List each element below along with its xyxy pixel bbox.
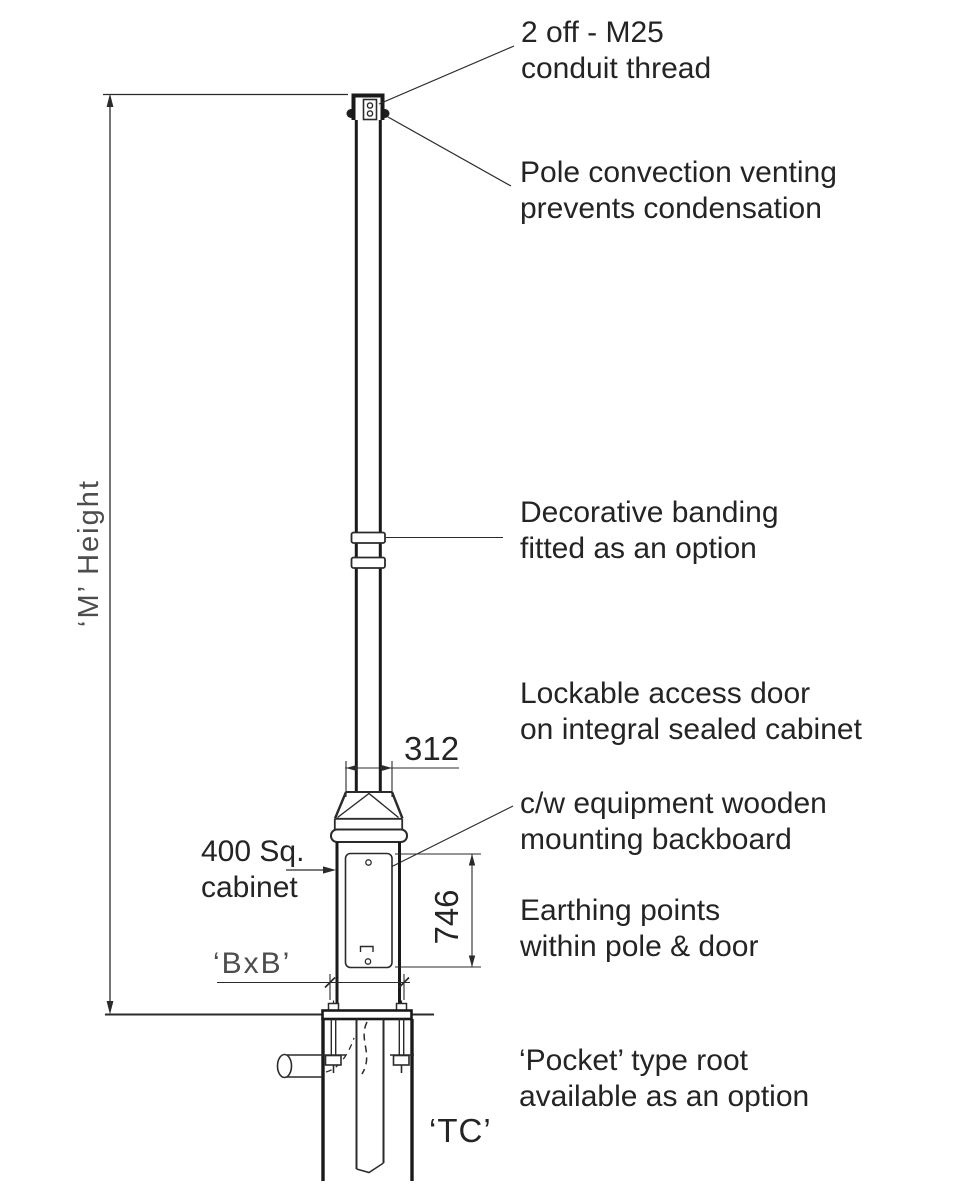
flare-sides: [333, 791, 404, 819]
label-conduit-thread: 2 off - M25 conduit thread: [521, 16, 712, 85]
dimension-bxb: [217, 974, 410, 1000]
anchor-nut-left-icon: [324, 1054, 342, 1066]
foundation-walls: [321, 1019, 414, 1181]
label-backboard: c/w equipment wooden mounting backboard: [520, 787, 827, 856]
pocket-tube: [355, 1019, 385, 1169]
dimension-value-312: 312: [404, 730, 460, 767]
label-cabinet: 400 Sq. cabinet: [201, 835, 305, 904]
base-plate: [321, 1009, 413, 1021]
leader-backboard: [382, 805, 514, 872]
cabinet-collar: [330, 828, 408, 843]
dimension-bxb-lines: [217, 974, 410, 1000]
anchor-nut-right-icon: [392, 1054, 410, 1066]
decorative-band-1: [350, 531, 386, 544]
leader-lines: [286, 45, 515, 874]
flare-base: [333, 817, 404, 830]
arrow-up-icon: [468, 854, 476, 866]
hidden-pole-root: [361, 1021, 368, 1075]
arrow-right-icon: [381, 764, 392, 772]
conduit-pipe: [287, 1054, 323, 1078]
pole-shaft: [350, 120, 386, 792]
arrow-down-icon: [468, 955, 476, 967]
label-decorative-banding: Decorative banding fitted as an option: [520, 496, 779, 565]
door-screw-top-icon: [365, 859, 372, 866]
dimension-312-lines: [345, 761, 459, 797]
anchor-bolt-shafts: [330, 1019, 405, 1055]
dimension-312: [345, 761, 459, 797]
dimension-label-bxb: ‘BxB’: [213, 947, 292, 980]
leader-convection-venting: [387, 116, 512, 187]
dimension-label-tc: ‘TC’: [429, 1112, 492, 1149]
label-convection-venting: Pole convection venting prevents condens…: [520, 156, 837, 225]
pole-cabinet-flare: [330, 791, 408, 843]
hidden-duct-route: [325, 1037, 355, 1073]
dimension-value-746: 746: [428, 889, 465, 945]
door-screw-bottom-icon: [364, 958, 372, 965]
base-plate-assembly: [321, 1000, 413, 1021]
label-earthing: Earthing points within pole & door: [520, 894, 759, 963]
m-height-dimension: [103, 93, 348, 1015]
dimension-label-m-height: ‘M’ Height: [73, 479, 105, 627]
cabinet: [335, 842, 401, 1011]
conduit-hole-top-icon: [366, 102, 374, 109]
anchor-bolt-tails: [332, 1065, 403, 1073]
dimension-746-lines: [395, 853, 481, 968]
dimension-bxb-ticks: [324, 976, 410, 989]
flare-gusset: [337, 792, 399, 819]
label-lockable-door: Lockable access door on integral sealed …: [520, 677, 862, 746]
arrow-down-icon: [106, 1001, 114, 1015]
pocket-tube-break: [356, 1162, 384, 1174]
access-door: [344, 852, 393, 969]
label-pocket-root: ‘Pocket’ type root available as an optio…: [519, 1044, 810, 1113]
door-lock-icon: [359, 945, 374, 952]
bolt-pins: [332, 1000, 403, 1004]
conduit-hole-bottom-icon: [366, 110, 374, 117]
dimension-746: [395, 853, 481, 968]
pole-top-cap: [346, 93, 390, 121]
arrow-up-icon: [106, 93, 114, 107]
conduit-thread-detail: [362, 98, 378, 121]
arrow-right-icon: [323, 866, 336, 874]
decorative-band-2: [350, 556, 386, 569]
pole-shaft-lines: [354, 120, 382, 792]
conduit-pipe-end-icon: [276, 1053, 293, 1079]
m-height-dimension-lines: [103, 93, 348, 1007]
leader-conduit-thread: [378, 45, 515, 105]
foundation: [276, 1019, 414, 1181]
arrow-left-icon: [346, 764, 357, 772]
